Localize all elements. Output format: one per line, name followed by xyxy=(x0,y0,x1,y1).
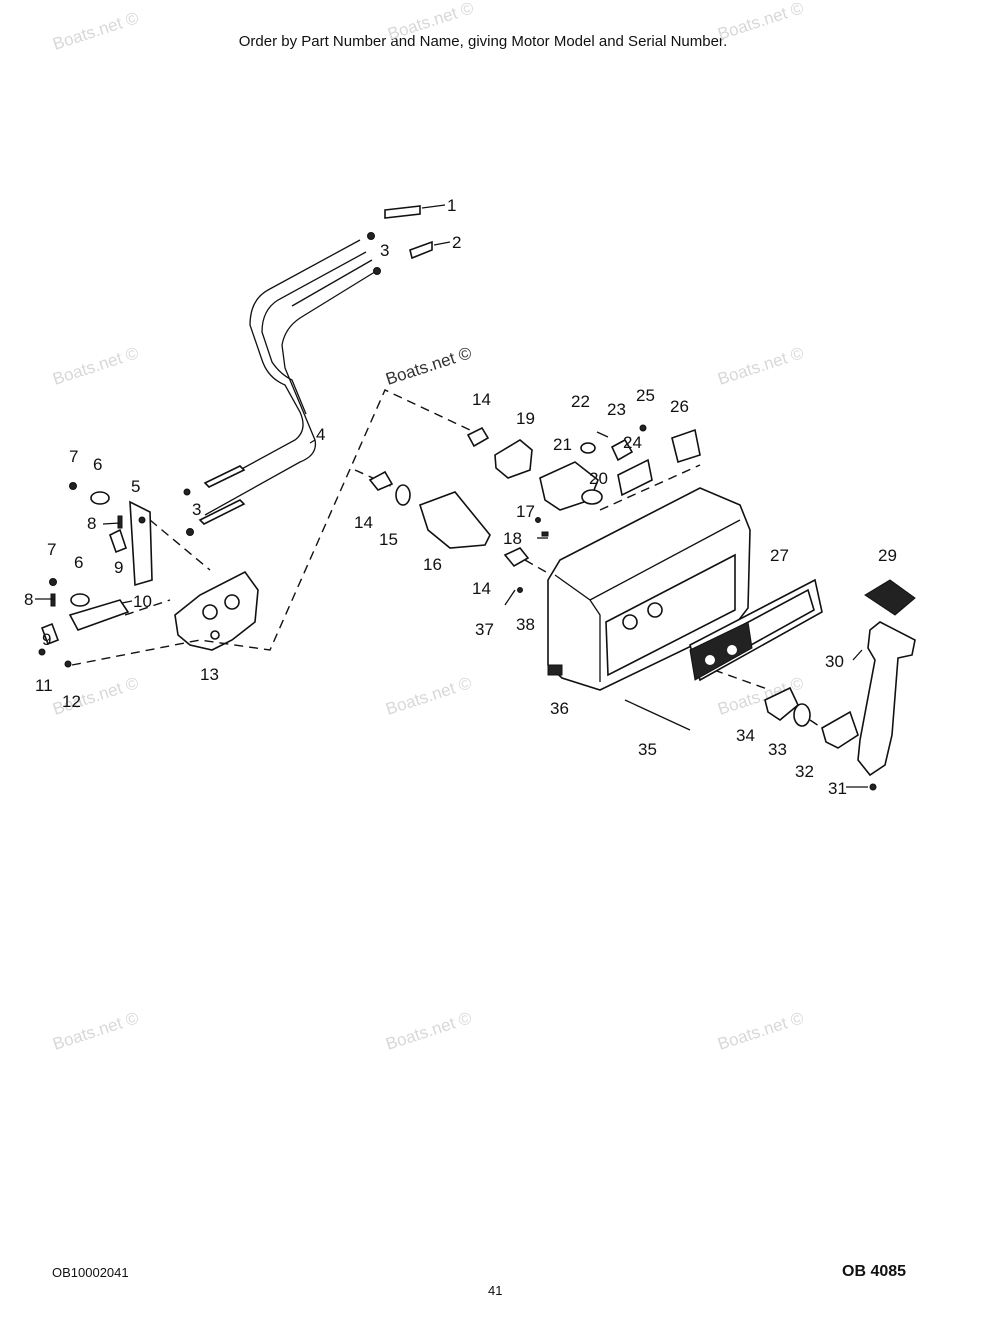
callout-label: 20 xyxy=(589,469,608,488)
callout-label: 29 xyxy=(878,546,897,565)
callout-label: 3 xyxy=(380,241,389,260)
footer-code: OB10002041 xyxy=(52,1265,129,1280)
plate-26 xyxy=(671,428,701,464)
callout-label: 30 xyxy=(825,652,844,671)
callout-label: 14 xyxy=(472,390,491,409)
callout-label: 32 xyxy=(795,762,814,781)
callout-label: 4 xyxy=(316,425,325,444)
callout-label: 6 xyxy=(93,455,102,474)
leader-lines xyxy=(35,204,868,788)
callout-label: 1 xyxy=(447,196,456,215)
bracket-24 xyxy=(617,458,653,497)
callout-label: 22 xyxy=(571,392,590,411)
callout-label: 16 xyxy=(423,555,442,574)
callout-label: 5 xyxy=(131,477,140,496)
bushing-32 xyxy=(821,710,859,749)
watermark: Boats.net © xyxy=(50,343,141,389)
ring-33 xyxy=(793,703,811,727)
callout-label: 36 xyxy=(550,699,569,718)
watermark: Boats.net © xyxy=(715,0,806,44)
callout-label: 21 xyxy=(553,435,572,454)
callout-label: 7 xyxy=(47,540,56,559)
callout-label: 8 xyxy=(24,590,33,609)
callout-label: 37 xyxy=(475,620,494,639)
document-id: OB 4085 xyxy=(842,1263,907,1280)
callout-label: 12 xyxy=(62,692,81,711)
watermark: Boats.net © xyxy=(383,1008,474,1054)
watermark-center: Boats.net © xyxy=(383,343,474,389)
callout-label: 24 xyxy=(623,433,642,452)
lever-30 xyxy=(857,621,916,777)
lever-10 xyxy=(68,599,130,631)
callout-label: 23 xyxy=(607,400,626,419)
callout-label: 27 xyxy=(770,546,789,565)
callout-label: 7 xyxy=(69,447,78,466)
watermark: Boats.net © xyxy=(383,673,474,719)
callout-label: 14 xyxy=(354,513,373,532)
callout-label: 8 xyxy=(87,514,96,533)
callout-label: 35 xyxy=(638,740,657,759)
callout-label: 6 xyxy=(74,553,83,572)
watermark: Boats.net © xyxy=(715,343,806,389)
callout-label: 34 xyxy=(736,726,755,745)
page-number: 41 xyxy=(488,1283,503,1298)
page-header: Order by Part Number and Name, giving Mo… xyxy=(238,33,728,50)
bracket-5 xyxy=(129,500,153,587)
callout-label: 14 xyxy=(472,579,491,598)
bushing-34 xyxy=(764,686,799,721)
callout-label: 11 xyxy=(35,676,53,695)
callout-label: 33 xyxy=(768,740,787,759)
watermark: Boats.net © xyxy=(50,1008,141,1054)
callout-label: 26 xyxy=(670,397,689,416)
control-cables xyxy=(183,205,433,536)
callout-label: 38 xyxy=(516,615,535,634)
callout-label: 15 xyxy=(379,530,398,549)
callout-label: 31 xyxy=(828,779,847,798)
callout-label: 9 xyxy=(114,558,123,577)
callout-label: 17 xyxy=(516,502,535,521)
callout-label: 19 xyxy=(516,409,535,428)
screw-35 xyxy=(624,699,691,731)
watermark: Boats.net © xyxy=(50,8,141,54)
callouts: 1 2 3 3 4 5 6 6 7 7 8 8 9 9 10 11 12 13 … xyxy=(24,196,897,798)
pedal-pad-29 xyxy=(864,579,916,616)
watermark: Boats.net © xyxy=(385,0,476,44)
callout-label: 2 xyxy=(452,233,461,252)
callout-label: 9 xyxy=(42,630,51,649)
callout-label: 13 xyxy=(200,665,219,684)
callout-label: 10 xyxy=(133,592,152,611)
callout-label: 18 xyxy=(503,529,522,548)
shift-assembly xyxy=(368,426,603,568)
watermark: Boats.net © xyxy=(715,1008,806,1054)
callout-label: 3 xyxy=(192,500,201,519)
callout-label: 25 xyxy=(636,386,655,405)
